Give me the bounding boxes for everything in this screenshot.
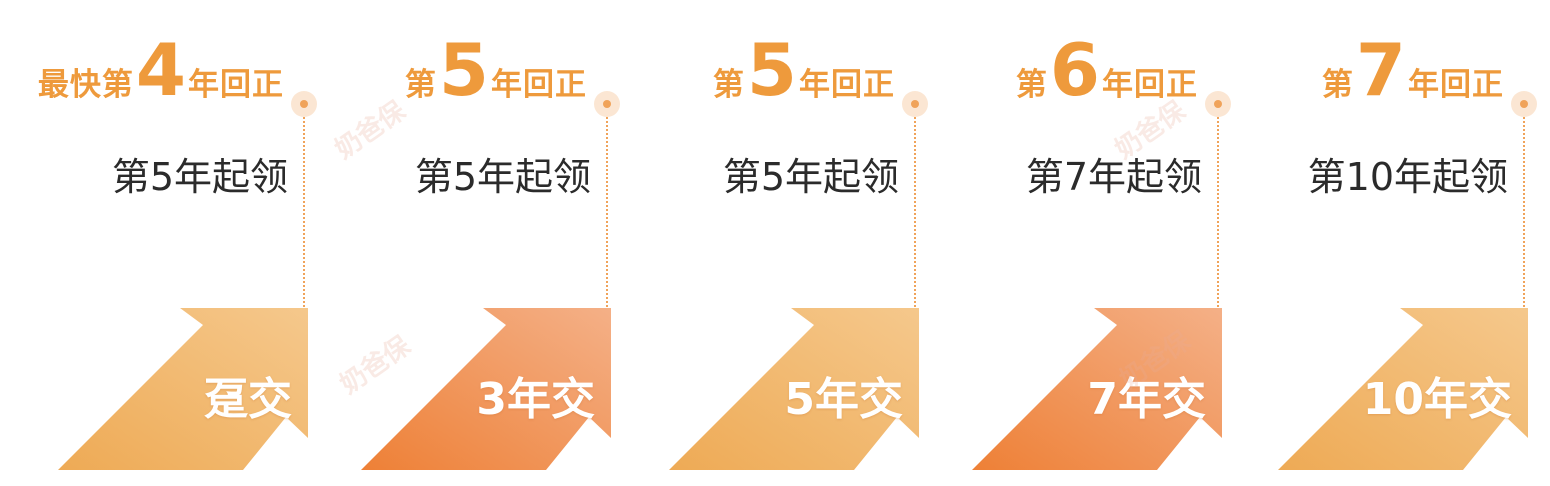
headline-number: 7	[1355, 28, 1406, 112]
payout-start-text: 第5年起领	[414, 155, 591, 199]
timeline-dot-icon	[291, 91, 317, 117]
payout-start-text: 第5年起领	[111, 155, 288, 199]
headline-number: 6	[1049, 28, 1100, 112]
headline-suffix: 年回正	[799, 67, 895, 103]
timeline-dot-icon	[1511, 91, 1537, 117]
payout-start-text: 第5年起领	[722, 155, 899, 199]
payback-headline: 第 7 年回正	[1322, 34, 1504, 106]
headline-prefix: 第	[404, 67, 437, 103]
payment-term-label: 7年交	[1087, 374, 1206, 425]
payback-headline: 第 5 年回正	[713, 34, 895, 106]
headline-prefix: 第	[1321, 67, 1354, 103]
headline-prefix: 第	[712, 67, 745, 103]
payback-headline: 第 6 年回正	[1016, 34, 1198, 106]
headline-suffix: 年回正	[1408, 67, 1504, 103]
up-right-arrow-icon	[669, 308, 919, 470]
headline-number: 4	[135, 28, 186, 112]
headline-prefix: 最快第	[37, 67, 134, 103]
timeline-dotted-line	[606, 117, 608, 307]
timeline-dotted-line	[303, 117, 305, 307]
timeline-dot-icon	[902, 91, 928, 117]
plan-column-5: 第 7 年回正 第10年起领 10年交	[1228, 0, 1537, 486]
payment-term-label: 趸交	[204, 374, 292, 425]
up-right-arrow-icon	[1278, 308, 1528, 470]
up-right-arrow-icon	[361, 308, 611, 470]
payback-headline: 最快第 4 年回正	[38, 34, 284, 106]
headline-number: 5	[438, 28, 489, 112]
headline-suffix: 年回正	[491, 67, 587, 103]
headline-suffix: 年回正	[1102, 67, 1198, 103]
headline-suffix: 年回正	[188, 67, 284, 103]
headline-prefix: 第	[1015, 67, 1048, 103]
plan-column-3: 第 5 年回正 第5年起领 5年交	[619, 0, 928, 486]
timeline-dotted-line	[914, 117, 916, 307]
plan-column-1: 最快第 4 年回正 第5年起领 趸交	[8, 0, 317, 486]
payment-term-label: 10年交	[1362, 374, 1512, 425]
up-right-arrow-icon	[972, 308, 1222, 470]
timeline-dotted-line	[1217, 117, 1219, 307]
headline-number: 5	[746, 28, 797, 112]
timeline-dot-icon	[594, 91, 620, 117]
plan-column-2: 第 5 年回正 第5年起领 3年交	[311, 0, 620, 486]
payment-term-label: 5年交	[784, 374, 903, 425]
payback-headline: 第 5 年回正	[405, 34, 587, 106]
plan-column-4: 第 6 年回正 第7年起领 7年交	[922, 0, 1231, 486]
payment-term-label: 3年交	[476, 374, 595, 425]
timeline-dot-icon	[1205, 91, 1231, 117]
up-right-arrow-icon	[58, 308, 308, 470]
payout-start-text: 第7年起领	[1025, 155, 1202, 199]
payout-start-text: 第10年起领	[1307, 155, 1508, 199]
timeline-dotted-line	[1523, 117, 1525, 307]
